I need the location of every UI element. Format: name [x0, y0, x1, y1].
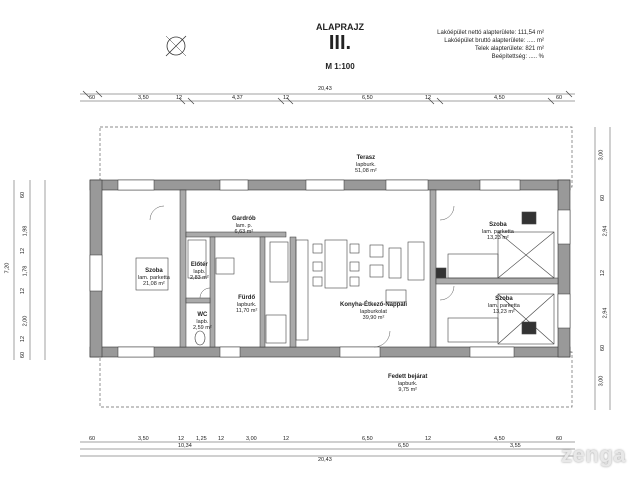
dim-right-5: 60 [600, 344, 607, 352]
dim-left-6: 12 [20, 335, 27, 343]
dim-right-2: 2,94 [602, 225, 609, 237]
dim-right-1: 60 [600, 194, 607, 202]
dim-bottom-1: 3,50 [138, 436, 149, 442]
dim-bottom-8: 12 [425, 436, 432, 442]
dim-bottom-10: 60 [556, 436, 563, 442]
dim-bottom-5: 3,00 [246, 436, 257, 442]
furniture [135, 211, 555, 346]
stat-gross-area: Lakóépület bruttó alapterülete: ..... m² [444, 38, 544, 44]
dim-left-1: 1,98 [22, 225, 29, 237]
area-stats: Lakóépület nettó alapterülete: 111,54 m²… [437, 29, 544, 61]
interior-walls [179, 189, 559, 348]
dim-top-3: 4,37 [232, 95, 243, 101]
plan-number: III. [328, 32, 352, 54]
dim-bottom-6: 12 [283, 436, 290, 442]
dim-bottom-0: 60 [89, 436, 96, 442]
stat-coverage: Beépítettség: ..... % [491, 54, 544, 60]
dim-bottom-4: 12 [218, 436, 225, 442]
bottom-dimensions [80, 441, 575, 457]
dim-bottom-2: 12 [178, 436, 185, 442]
dim-top-7: 4,50 [494, 95, 505, 101]
dim-left-outer: 7,20 [4, 262, 11, 274]
dim-top-8: 60 [556, 95, 563, 101]
dim-left-2: 12 [20, 247, 27, 255]
dim-left-0: 60 [20, 191, 27, 199]
top-dimensions [80, 90, 575, 105]
right-dimensions [594, 127, 611, 410]
dim-left-5: 2,00 [22, 315, 29, 327]
dim-right-4: 2,94 [602, 307, 609, 319]
north-arrow-icon [165, 35, 187, 57]
dim-bottom-mid-0: 10,34 [178, 443, 192, 449]
dim-left-7: 60 [20, 351, 27, 359]
dim-bottom-mid-1: 6,50 [398, 443, 409, 449]
dim-top-5: 6,50 [362, 95, 373, 101]
brand-watermark: zenga [561, 442, 626, 467]
dim-bottom-total: 20,43 [318, 457, 332, 463]
dim-top-6: 12 [425, 95, 432, 101]
plan-title: ALAPRAJZ [315, 22, 364, 32]
plan-scale: M 1:100 [325, 62, 355, 71]
dim-top-2: 12 [176, 95, 183, 101]
dim-bottom-mid-2: 3,55 [510, 443, 521, 449]
dim-top-4: 12 [283, 95, 290, 101]
dim-bottom-3: 1,25 [196, 436, 207, 442]
dim-right-6: 3,00 [598, 375, 605, 387]
dim-right-3: 12 [600, 269, 607, 277]
dim-right-0: 3,00 [598, 149, 605, 161]
stat-net-area: Lakóépület nettó alapterülete: 111,54 m² [437, 30, 544, 36]
dim-top-total: 20,43 [318, 86, 332, 92]
dim-bottom-9: 4,50 [494, 436, 505, 442]
dim-top-1: 3,50 [138, 95, 149, 101]
dim-bottom-7: 6,50 [362, 436, 373, 442]
left-dimensions [13, 180, 46, 360]
dim-left-3: 1,78 [22, 265, 29, 277]
dim-left-4: 12 [20, 287, 27, 295]
stat-plot-area: Telek alapterülete: 821 m² [474, 46, 544, 52]
dim-top-0: 60 [89, 95, 96, 101]
